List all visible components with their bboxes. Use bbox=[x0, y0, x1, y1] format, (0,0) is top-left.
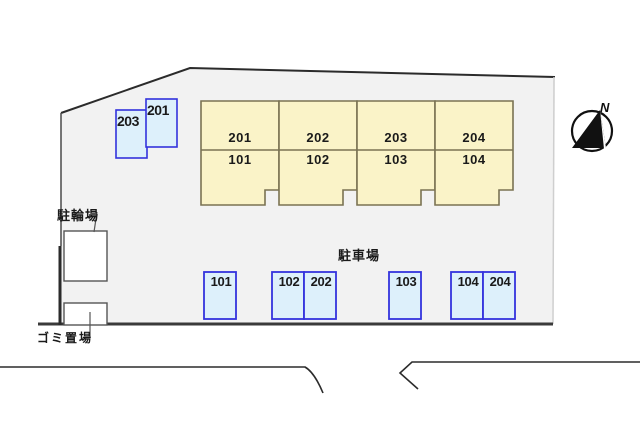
garbage-area-box[interactable] bbox=[63, 302, 108, 326]
site-boundary-north bbox=[60, 66, 556, 114]
parking-stall-label-204: 204 bbox=[489, 274, 511, 289]
parking-stall-102[interactable] bbox=[271, 271, 305, 320]
site-boundary-east bbox=[552, 76, 555, 325]
unit-label-103: 103 bbox=[384, 152, 408, 167]
bicycle-parking-leader-line bbox=[93, 211, 98, 233]
compass-rose bbox=[570, 109, 614, 153]
bike-box-201[interactable] bbox=[145, 98, 178, 148]
parking-area-label: 駐車場 bbox=[338, 248, 381, 263]
unit-label-101: 101 bbox=[228, 152, 252, 167]
parking-stall-group bbox=[203, 271, 516, 320]
unit-label-203: 203 bbox=[384, 130, 408, 145]
building-unit-column-4 bbox=[434, 100, 514, 206]
road-edge-group bbox=[0, 361, 640, 394]
parking-stall-label-102: 102 bbox=[278, 274, 300, 289]
compass-north-label: N bbox=[600, 100, 610, 115]
garbage-area-label: ゴミ置場 bbox=[37, 331, 94, 345]
unit-label-204: 204 bbox=[462, 130, 486, 145]
compass-needle-light bbox=[600, 110, 606, 149]
bike-box-label-203: 203 bbox=[117, 113, 139, 129]
unit-label-202: 202 bbox=[306, 130, 330, 145]
parking-stall-101[interactable] bbox=[203, 271, 237, 320]
bicycle-parking-box[interactable] bbox=[63, 230, 108, 282]
unit-label-201: 201 bbox=[228, 130, 252, 145]
unit-label-102: 102 bbox=[306, 152, 330, 167]
bicycle-parking-label: 駐輪場 bbox=[57, 208, 100, 223]
building-outline bbox=[200, 100, 514, 206]
road-edge-left bbox=[0, 366, 324, 394]
parking-stall-label-202: 202 bbox=[310, 274, 332, 289]
compass-needle-dark bbox=[572, 110, 606, 148]
parking-stall-label-104: 104 bbox=[457, 274, 479, 289]
unit-label-104: 104 bbox=[462, 152, 486, 167]
parking-stall-204[interactable] bbox=[482, 271, 516, 320]
parking-stall-label-101: 101 bbox=[210, 274, 232, 289]
road-edge-right bbox=[398, 361, 640, 390]
bike-box-label-201: 201 bbox=[147, 102, 169, 118]
parking-stall-202[interactable] bbox=[303, 271, 337, 320]
parking-stall-label-103: 103 bbox=[395, 274, 417, 289]
parking-stall-103[interactable] bbox=[388, 271, 422, 320]
facility-boxes bbox=[63, 211, 108, 337]
bike-box-group bbox=[115, 98, 178, 159]
